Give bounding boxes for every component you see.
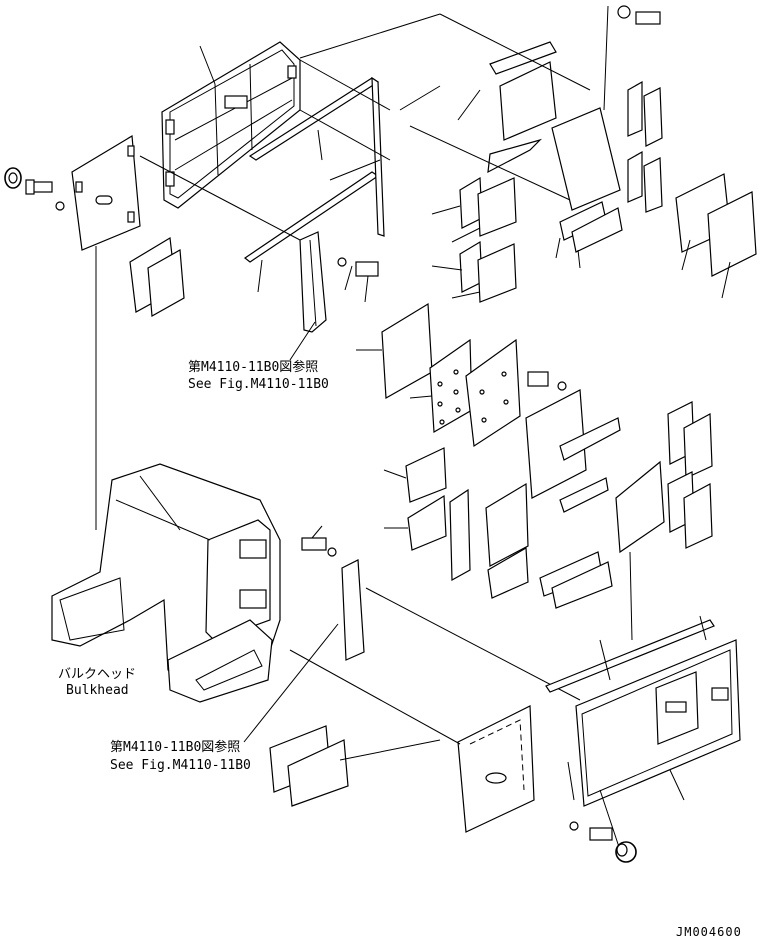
large-right-door-panel — [545, 615, 741, 851]
right-stack-pads — [539, 401, 713, 641]
pad-bottom-left — [269, 725, 441, 807]
mid-left-pads — [383, 447, 529, 599]
drawing-number: JM004600 — [676, 925, 742, 939]
vertical-bracket-top — [299, 231, 379, 333]
vertical-bracket-bottom — [301, 525, 365, 661]
ref-label-bottom-en: See Fig.M4110-11B0 — [110, 758, 251, 773]
leader-lines-top — [95, 13, 591, 530]
perforated-plates — [409, 338, 521, 448]
center-square-pad — [356, 302, 433, 399]
ref-label-bottom-jp: 第M4110-11B0図参照 — [110, 739, 240, 755]
left-door-panel — [71, 134, 141, 251]
bottom-door-panel — [289, 587, 581, 833]
mid-right-pads — [431, 176, 623, 303]
ref-label-top-en: See Fig.M4110-11B0 — [188, 377, 329, 392]
glass-strips — [243, 59, 391, 293]
knob-bolt-bottom — [569, 821, 637, 863]
bulkhead-label-en: Bulkhead — [66, 683, 129, 698]
bulkhead-assembly — [51, 463, 281, 703]
window-frame-assembly — [161, 41, 301, 209]
ref-label-top-jp: 第M4110-11B0図参照 — [188, 359, 318, 375]
top-right-pads — [457, 5, 757, 299]
bracket-middle-right — [525, 371, 621, 513]
pad-left-top — [129, 237, 185, 317]
knob-bolt-left — [4, 167, 65, 211]
bulkhead-label-jp: バルクヘッド — [58, 667, 136, 682]
